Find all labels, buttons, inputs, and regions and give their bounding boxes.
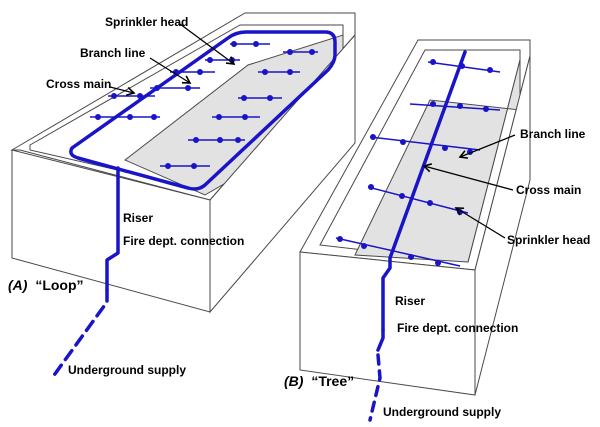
tree-riser <box>376 328 385 352</box>
tree-underground-supply <box>368 353 382 422</box>
loop-label-cross-main: Cross main <box>46 77 111 91</box>
loop-arrow-cross-main <box>109 86 136 96</box>
tree-building-floor-shade <box>354 59 521 263</box>
loop-callout-arrows <box>109 23 236 96</box>
tree-label-riser: Riser <box>395 294 425 308</box>
loop-cross-main <box>69 30 337 191</box>
tree-arrow-sprinkler-head <box>454 207 506 239</box>
loop-caption-name: “Loop” <box>35 277 83 293</box>
loop-label-fire-dept-connection: Fire dept. connection <box>123 234 244 248</box>
loop-label-riser: Riser <box>123 211 153 225</box>
tree-piping <box>368 50 467 422</box>
tree-caption-name: “Tree” <box>311 373 354 389</box>
tree-label-sprinkler-head: Sprinkler head <box>507 233 590 247</box>
tree-arrow-branch-line <box>458 134 516 159</box>
loop-label-branch-line: Branch line <box>80 46 146 60</box>
tree-building-side-face <box>474 55 531 396</box>
loop-sprinkler-heads <box>95 41 315 169</box>
tree-building <box>299 39 531 396</box>
loop-riser <box>105 166 120 292</box>
loop-label-underground-supply: Underground supply <box>68 363 186 377</box>
tree-cross-main <box>381 50 467 332</box>
loop-building <box>10 12 356 314</box>
tree-arrow-cross-main <box>422 163 514 191</box>
tree-label-fire-dept-connection: Fire dept. connection <box>397 321 518 335</box>
loop-arrow-branch-line <box>149 57 192 84</box>
tree-caption-letter: (B) <box>284 373 304 389</box>
tree-caption: (B) “Tree” <box>284 373 354 389</box>
tree-callout-arrows <box>422 134 516 239</box>
loop-arrow-sprinkler-head <box>179 23 236 65</box>
loop-caption: (A) “Loop” <box>8 277 84 293</box>
loop-piping <box>50 30 337 380</box>
tree-label-cross-main: Cross main <box>516 183 581 197</box>
loop-caption-letter: (A) <box>8 277 28 293</box>
tree-label-branch-line: Branch line <box>520 127 586 141</box>
loop-label-sprinkler-head: Sprinkler head <box>105 15 188 29</box>
loop-underground-supply <box>50 288 109 380</box>
tree-label-underground-supply: Underground supply <box>383 405 501 419</box>
